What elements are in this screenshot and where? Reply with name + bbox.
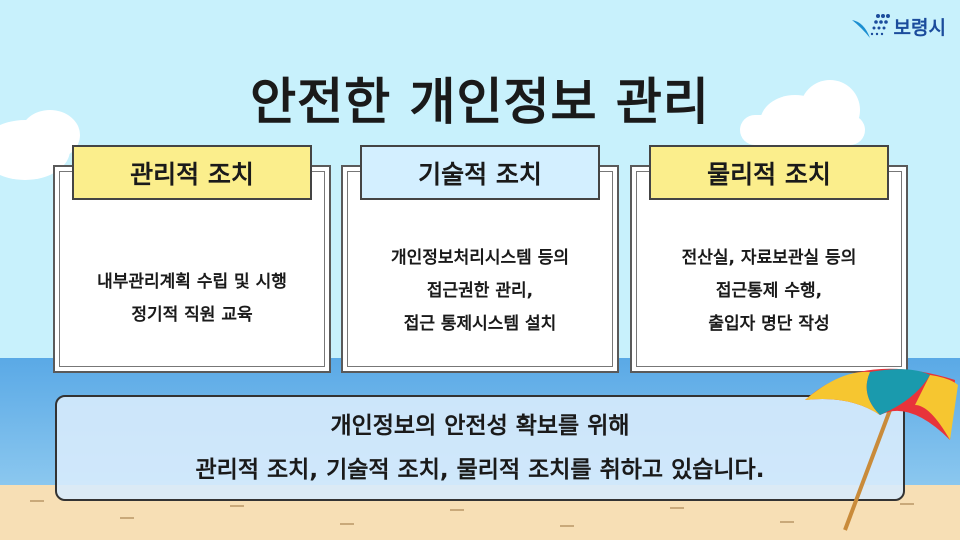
cloud [20, 110, 80, 160]
card-line: 개인정보처리시스템 등의 [391, 248, 569, 268]
card-label: 기술적 조치 [360, 145, 600, 200]
card-administrative: 관리적 조치 내부관리계획 수립 및 시행 정기적 직원 교육 [53, 145, 331, 373]
card-line: 출입자 명단 작성 [708, 314, 830, 334]
beach-umbrella-icon [805, 368, 958, 531]
city-logo: 보령시 [850, 12, 946, 40]
card-technical: 기술적 조치 개인정보처리시스템 등의 접근권한 관리, 접근 통제시스템 설치 [341, 145, 619, 373]
card-body: 내부관리계획 수립 및 시행 정기적 직원 교육 [55, 227, 329, 371]
card-body: 전산실, 자료보관실 등의 접근통제 수행, 출입자 명단 작성 [632, 212, 906, 371]
card-line: 접근권한 관리, [426, 281, 534, 301]
card-line: 전산실, 자료보관실 등의 [681, 248, 857, 268]
summary-box: 개인정보의 안전성 확보를 위해 관리적 조치, 기술적 조치, 물리적 조치를… [55, 395, 905, 501]
page-title: 안전한 개인정보 관리 [250, 73, 710, 131]
card-line: 접근 통제시스템 설치 [403, 314, 557, 334]
summary-line: 개인정보의 안전성 확보를 위해 [330, 413, 630, 439]
card-body: 개인정보처리시스템 등의 접근권한 관리, 접근 통제시스템 설치 [343, 212, 617, 371]
card-label: 물리적 조치 [649, 145, 889, 200]
card-line: 정기적 직원 교육 [131, 305, 253, 325]
card-line: 내부관리계획 수립 및 시행 [97, 272, 287, 292]
card-line: 접근통제 수행, [715, 281, 823, 301]
logo-mark-icon [851, 14, 890, 38]
card-label: 관리적 조치 [72, 145, 312, 200]
cloud [740, 115, 865, 145]
summary-line: 관리적 조치, 기술적 조치, 물리적 조치를 취하고 있습니다. [195, 457, 765, 483]
logo-text: 보령시 [893, 16, 946, 39]
card-physical: 물리적 조치 전산실, 자료보관실 등의 접근통제 수행, 출입자 명단 작성 [630, 145, 908, 373]
